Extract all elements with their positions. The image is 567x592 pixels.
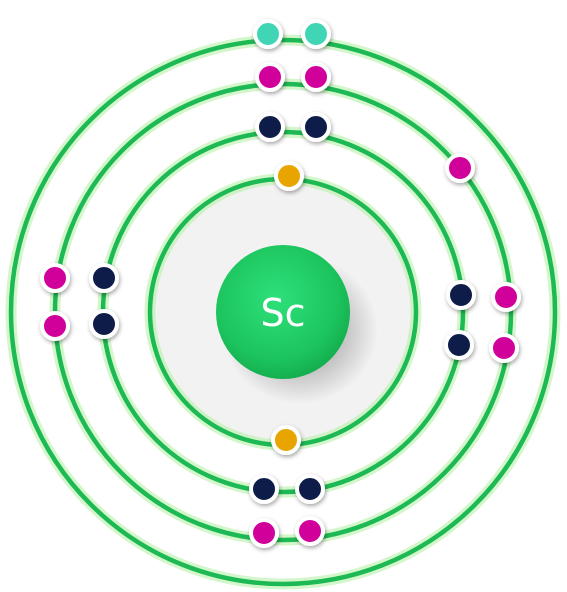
- electron-shell-2-4: [89, 309, 119, 339]
- electron-shell-3-2: [301, 62, 331, 92]
- electron-shell-2-2: [301, 112, 331, 142]
- electrons: [40, 19, 521, 548]
- shell-4: [8, 37, 558, 587]
- electron-shell-3-4: [40, 263, 70, 293]
- electron-shell-3-1: [255, 62, 285, 92]
- electron-shell-2-3: [89, 263, 119, 293]
- electron-shell-4-1: [253, 19, 283, 49]
- electron-shell-2-8: [295, 474, 325, 504]
- nucleus: [216, 245, 350, 379]
- electron-shell-3-5: [40, 311, 70, 341]
- nucleus-symbol: Sc: [260, 291, 305, 335]
- electron-shell-1-2: [271, 425, 301, 455]
- electron-shell-3-9: [295, 516, 325, 546]
- electron-shell-1-1: [274, 161, 304, 191]
- electron-shell-2-5: [446, 280, 476, 310]
- electron-shell-2-1: [255, 112, 285, 142]
- electron-shell-3-8: [249, 518, 279, 548]
- electron-shell-4-2: [301, 19, 331, 49]
- electron-shell-3-6: [491, 282, 521, 312]
- electron-shell-3-7: [489, 333, 519, 363]
- electron-shell-3-3: [445, 153, 475, 183]
- electron-shell-2-7: [249, 474, 279, 504]
- electron-shell-2-6: [444, 330, 474, 360]
